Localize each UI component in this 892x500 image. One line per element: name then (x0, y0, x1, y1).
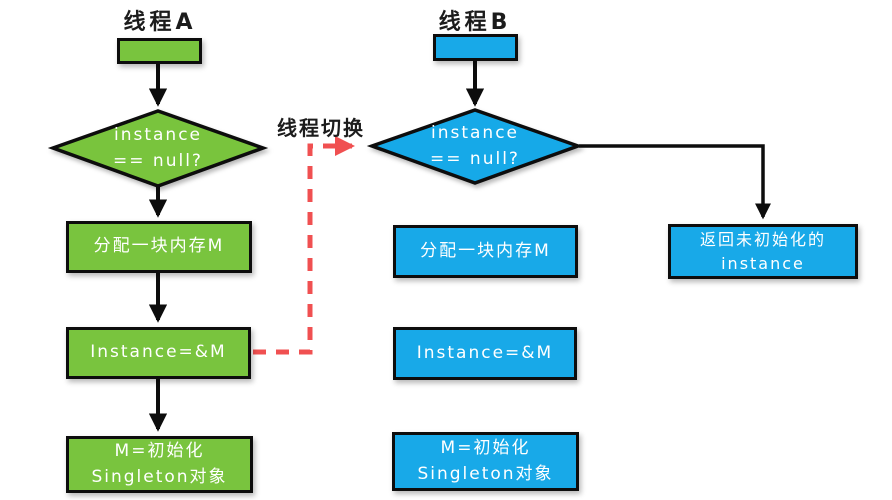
thread-b-return-uninitialized-box: 返回未初始化的 instance (668, 224, 858, 279)
return-box-line2: instance (721, 253, 805, 273)
thread-a-step2-label: Instance=&M (90, 342, 227, 363)
thread-a-step3-line1: M=初始化 (114, 441, 205, 461)
thread-switch-arrow (253, 136, 355, 355)
thread-switch-label: 线程切换 (277, 116, 365, 140)
return-box-line1: 返回未初始化的 (699, 229, 826, 249)
thread-b-step3-line1: M=初始化 (440, 438, 531, 458)
thread-b-step3-line2: Singleton对象 (417, 463, 554, 484)
thread-b-step-init-singleton: M=初始化 Singleton对象 (392, 432, 579, 491)
thread-a-step1-label: 分配一块内存M (93, 236, 225, 257)
thread-b-start-node (433, 34, 518, 61)
decision-diamond-thread-a (47, 109, 269, 188)
thread-b-title: 线程B (438, 10, 512, 35)
thread-a-start-node (117, 38, 202, 64)
thread-a-title: 线程A (123, 10, 197, 35)
thread-a-step-assign-instance: Instance=&M (66, 327, 251, 379)
thread-a-step3-line2: Singleton对象 (91, 466, 228, 487)
arrow-b-decision-to-return (579, 144, 772, 220)
thread-b-step-allocate-memory: 分配一块内存M (393, 225, 578, 278)
decision-diamond-thread-b (366, 108, 584, 185)
thread-b-step2-label: Instance=&M (416, 342, 554, 363)
thread-a-step-init-singleton: M=初始化 Singleton对象 (66, 436, 253, 493)
thread-b-step-assign-instance: Instance=&M (393, 327, 577, 380)
thread-b-step1-label: 分配一块内存M (420, 240, 551, 261)
thread-a-step-allocate-memory: 分配一块内存M (66, 221, 252, 273)
